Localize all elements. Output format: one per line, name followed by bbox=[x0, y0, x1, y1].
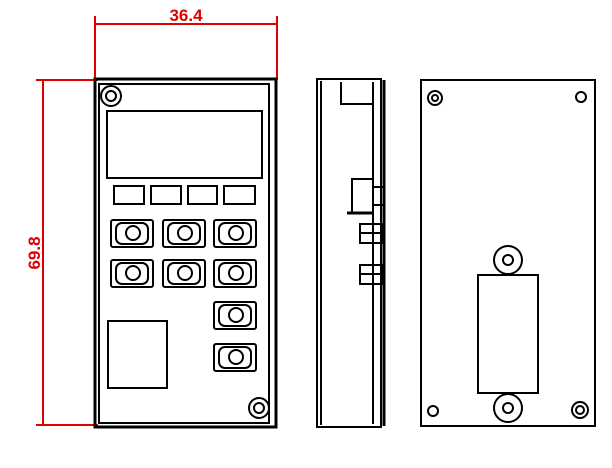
back-view bbox=[420, 79, 596, 427]
display-screen bbox=[106, 110, 263, 179]
height-dimension: 69.8 bbox=[25, 79, 98, 426]
width-label: 36.4 bbox=[169, 6, 203, 25]
width-dimension: 36.4 bbox=[94, 6, 278, 80]
height-label: 69.8 bbox=[25, 236, 44, 269]
square-window bbox=[107, 320, 168, 389]
front-view bbox=[93, 77, 278, 429]
side-view bbox=[316, 78, 386, 428]
keypad bbox=[110, 219, 257, 372]
